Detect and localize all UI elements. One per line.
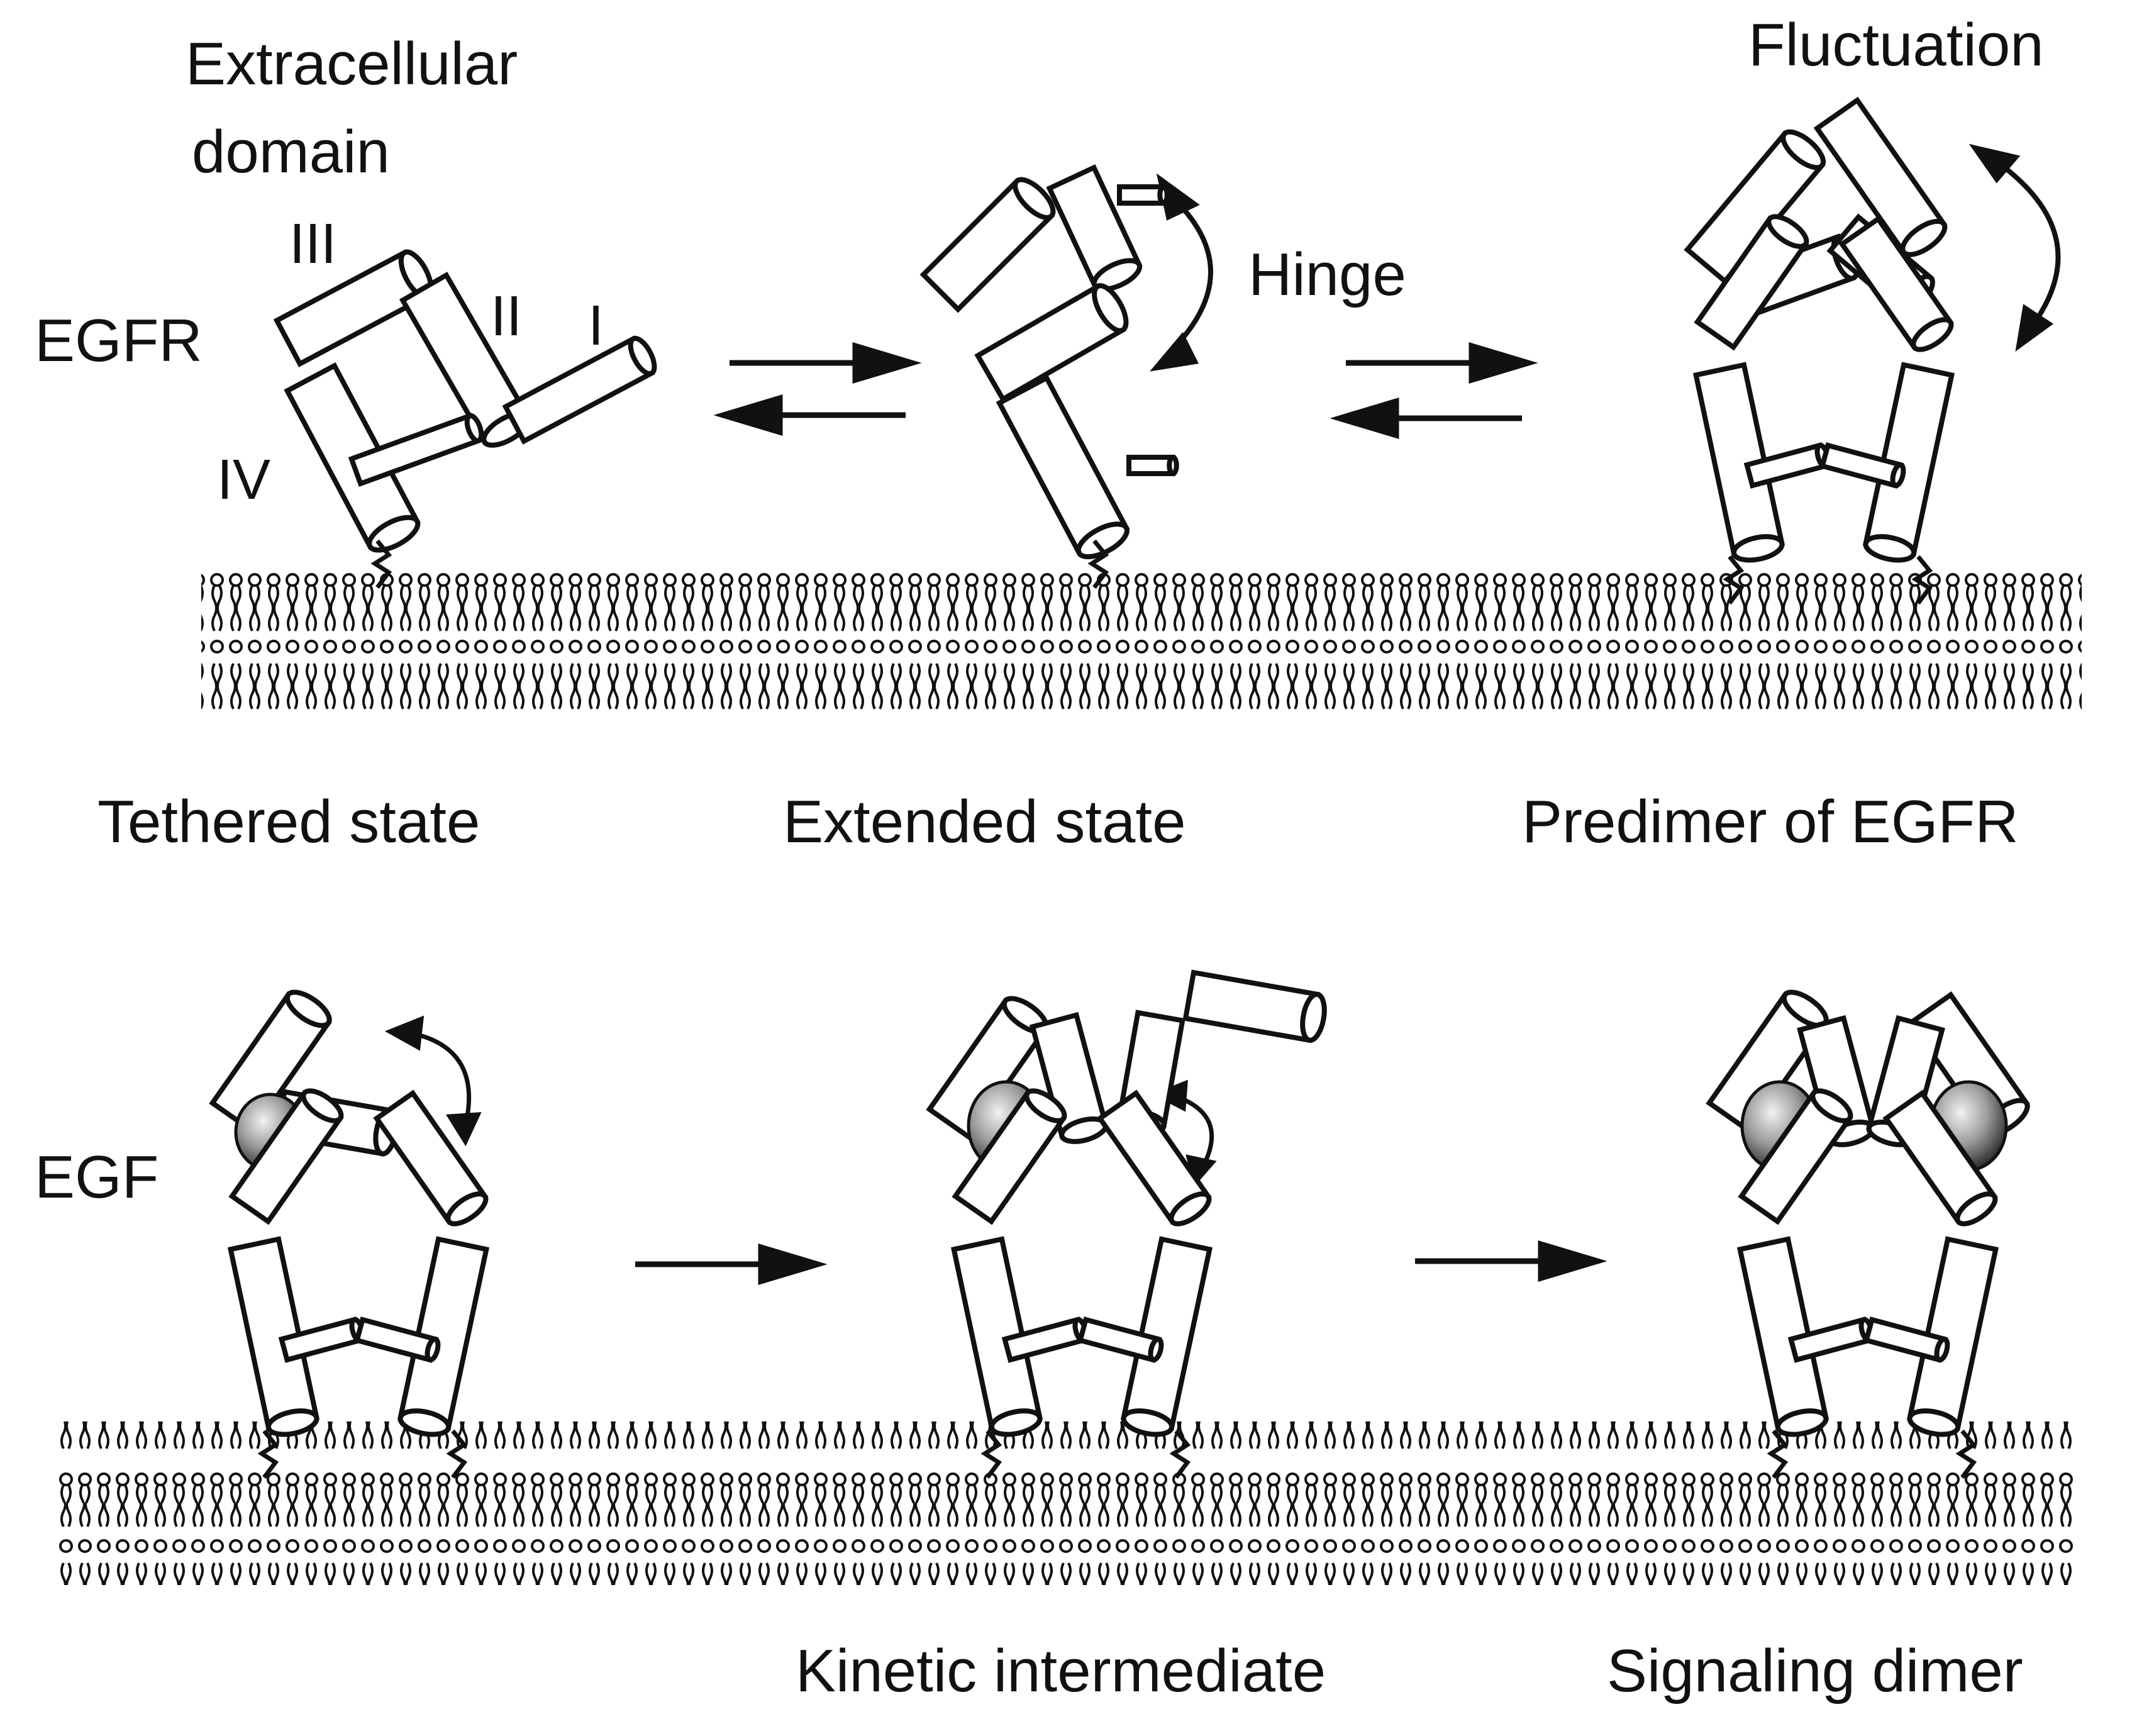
transmembrane-linker [1169, 1429, 1191, 1479]
tether-arm [348, 412, 484, 487]
domain-ii-right [1838, 215, 1954, 352]
transmembrane-linker [980, 1429, 1002, 1479]
hinge-arrow [1150, 173, 1213, 372]
domain-ii [974, 282, 1129, 403]
label-egfr: EGFR [35, 307, 203, 374]
domain-ii-right [1096, 1089, 1212, 1227]
receptor-egf-bound [209, 989, 490, 1479]
equilibrium-arrow-2 [1330, 342, 1538, 440]
label-domain: domain [192, 118, 390, 186]
label-hinge: Hinge [1248, 241, 1406, 308]
membrane-bottom [57, 1422, 2075, 1585]
domain-iv-knob [1126, 455, 1179, 476]
domain-iv-right [1906, 1236, 1999, 1437]
equilibrium-arrow-1 [713, 342, 922, 437]
transmembrane-linker [446, 1429, 468, 1479]
domain-i [502, 335, 657, 445]
domain-iv-right [397, 1236, 490, 1437]
transmembrane-linker [1955, 1429, 1977, 1479]
domain-ii-right [373, 1089, 489, 1227]
domain-iv-left [227, 1236, 320, 1437]
domain-i-right [1813, 96, 1948, 257]
transmembrane-linker [1087, 539, 1109, 589]
forward-arrow-1 [635, 1243, 828, 1286]
domain-iv-left [1692, 362, 1785, 563]
domain-ii-right [1882, 1089, 1998, 1227]
rotation-arrow-egf [384, 1015, 482, 1147]
domain-iv [996, 374, 1130, 560]
domain-i-knob [1117, 184, 1170, 206]
domain-ii-left [1738, 1088, 1853, 1225]
domain-i-cap [1046, 164, 1143, 292]
dimer-bridge-right [1819, 442, 1906, 489]
receptor-extended [919, 164, 1179, 589]
domain-ii-left [228, 1088, 344, 1225]
domain-ii-left [1694, 214, 1809, 351]
dimer-bridge-right [1863, 1316, 1950, 1363]
forward-arrow-2 [1415, 1240, 1607, 1283]
domain-i-left [1706, 989, 1829, 1135]
label-domain-ii: II [491, 285, 523, 348]
domain-i [919, 177, 1056, 313]
dimer-bridge-right [353, 1316, 441, 1363]
domain-i-right [1182, 969, 1327, 1043]
domain-iv-left [1736, 1236, 1829, 1437]
receptor-kinetic-intermediate [926, 969, 1327, 1479]
label-egf: EGF [35, 1143, 159, 1211]
domain-iii-left [1797, 1015, 1876, 1147]
receptor-predimer [1684, 96, 1955, 605]
transmembrane-linker [370, 539, 392, 589]
transmembrane-linker [257, 1429, 279, 1479]
domain-i-left [209, 989, 332, 1135]
caption-signaling-dimer: Signaling dimer [1607, 1637, 2023, 1705]
fluctuation-arrow [1968, 143, 2061, 352]
transmembrane-linker [1767, 1429, 1789, 1479]
dimer-bridge-right [1077, 1316, 1164, 1363]
label-domain-iii: III [289, 213, 337, 275]
transmembrane-linker [1911, 555, 1933, 605]
caption-extended-state: Extended state [783, 788, 1186, 855]
domain-iv-right [1120, 1236, 1213, 1437]
receptor-tethered [273, 249, 657, 589]
label-domain-iv: IV [217, 448, 271, 511]
membrane-top [201, 554, 2082, 717]
domain-iv-right [1862, 362, 1955, 563]
domain-iv-left [950, 1236, 1043, 1437]
label-extracellular: Extracellular [186, 30, 518, 97]
label-domain-i: I [588, 294, 604, 357]
label-fluctuation: Fluctuation [1748, 11, 2044, 79]
caption-tethered-state: Tethered state [97, 788, 480, 855]
caption-kinetic-intermediate: Kinetic intermediate [796, 1637, 1326, 1705]
transmembrane-linker [1723, 555, 1745, 605]
domain-ii-left [952, 1088, 1067, 1225]
receptor-signaling-dimer [1706, 989, 2030, 1479]
caption-predimer: Predimer of EGFR [1522, 788, 2019, 855]
